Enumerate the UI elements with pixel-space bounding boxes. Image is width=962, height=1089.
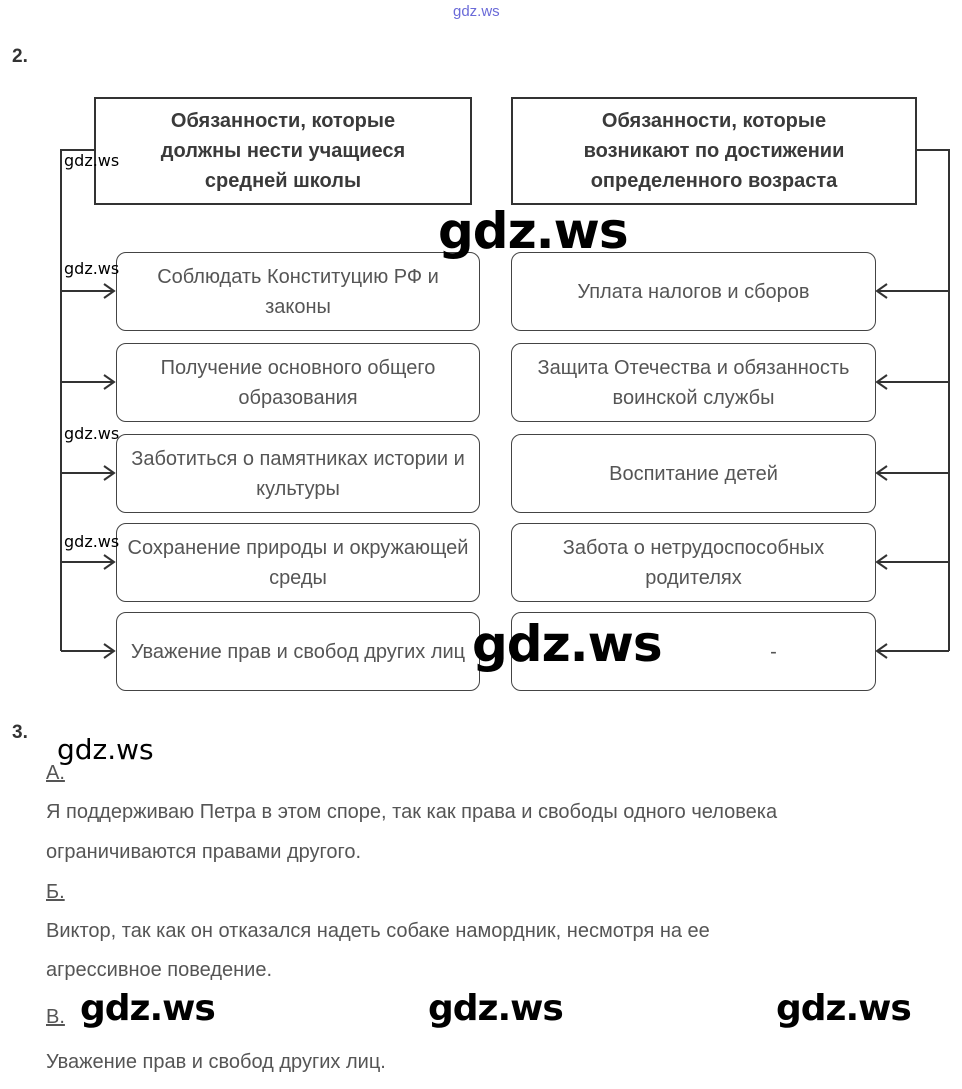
watermark: gdz.ws	[438, 202, 629, 260]
answer-a-text-line-1: Я поддерживаю Петра в этом споре, так ка…	[46, 801, 778, 823]
left-item-3: Заботиться о памятниках истории и культу…	[116, 434, 480, 513]
answer-b-text-line-1: Виктор, так как он отказался надеть соба…	[46, 920, 710, 942]
right-item-1: Уплата налогов и сборов	[511, 252, 876, 331]
answer-b-text-line-2: агрессивное поведение.	[46, 959, 273, 981]
right-header-box: Обязанности, которые возникают по достиж…	[511, 97, 917, 205]
diagram-connectors	[60, 149, 950, 659]
left-item-4: Сохранение природы и окружающей среды	[116, 523, 480, 602]
left-item-2: Получение основного общего образования	[116, 343, 480, 422]
answer-a-text-line-2: ограничиваются правами другого.	[46, 841, 362, 863]
right-item-3: Воспитание детей	[511, 434, 876, 513]
answer-c-label: В.	[46, 1006, 65, 1028]
right-arrows	[875, 283, 949, 659]
watermark: gdz.ws	[80, 988, 216, 1029]
right-connector-line	[916, 149, 950, 651]
left-item-1: Соблюдать Конституцию РФ и законы	[116, 252, 480, 331]
right-item-5: -	[511, 612, 876, 691]
task-2-number: 2.	[12, 46, 28, 67]
left-arrows	[61, 283, 116, 659]
watermark: gdz.ws	[776, 988, 912, 1029]
left-header-box: Обязанности, которые должны нести учащие…	[94, 97, 472, 205]
watermark: gdz.ws	[64, 151, 120, 170]
right-item-2: Защита Отечества и обязанность воинской …	[511, 343, 876, 422]
answer-c-text: Уважение прав и свобод других лиц.	[46, 1051, 386, 1073]
answer-b-label: Б.	[46, 881, 65, 903]
left-connector-line	[60, 149, 94, 651]
task-3-number: 3.	[12, 722, 28, 743]
watermark: gdz.ws	[472, 615, 663, 673]
watermark: gdz.ws	[428, 988, 564, 1029]
watermark: gdz.ws	[57, 733, 154, 766]
answer-a-label: А.	[46, 762, 65, 784]
watermark: gdz.ws	[64, 532, 120, 551]
left-item-5: Уважение прав и свобод других лиц	[116, 612, 480, 691]
right-item-4: Забота о нетрудоспособных родителях	[511, 523, 876, 602]
watermark: gdz.ws	[64, 259, 120, 278]
watermark-top: gdz.ws	[453, 3, 500, 20]
watermark: gdz.ws	[64, 424, 120, 443]
